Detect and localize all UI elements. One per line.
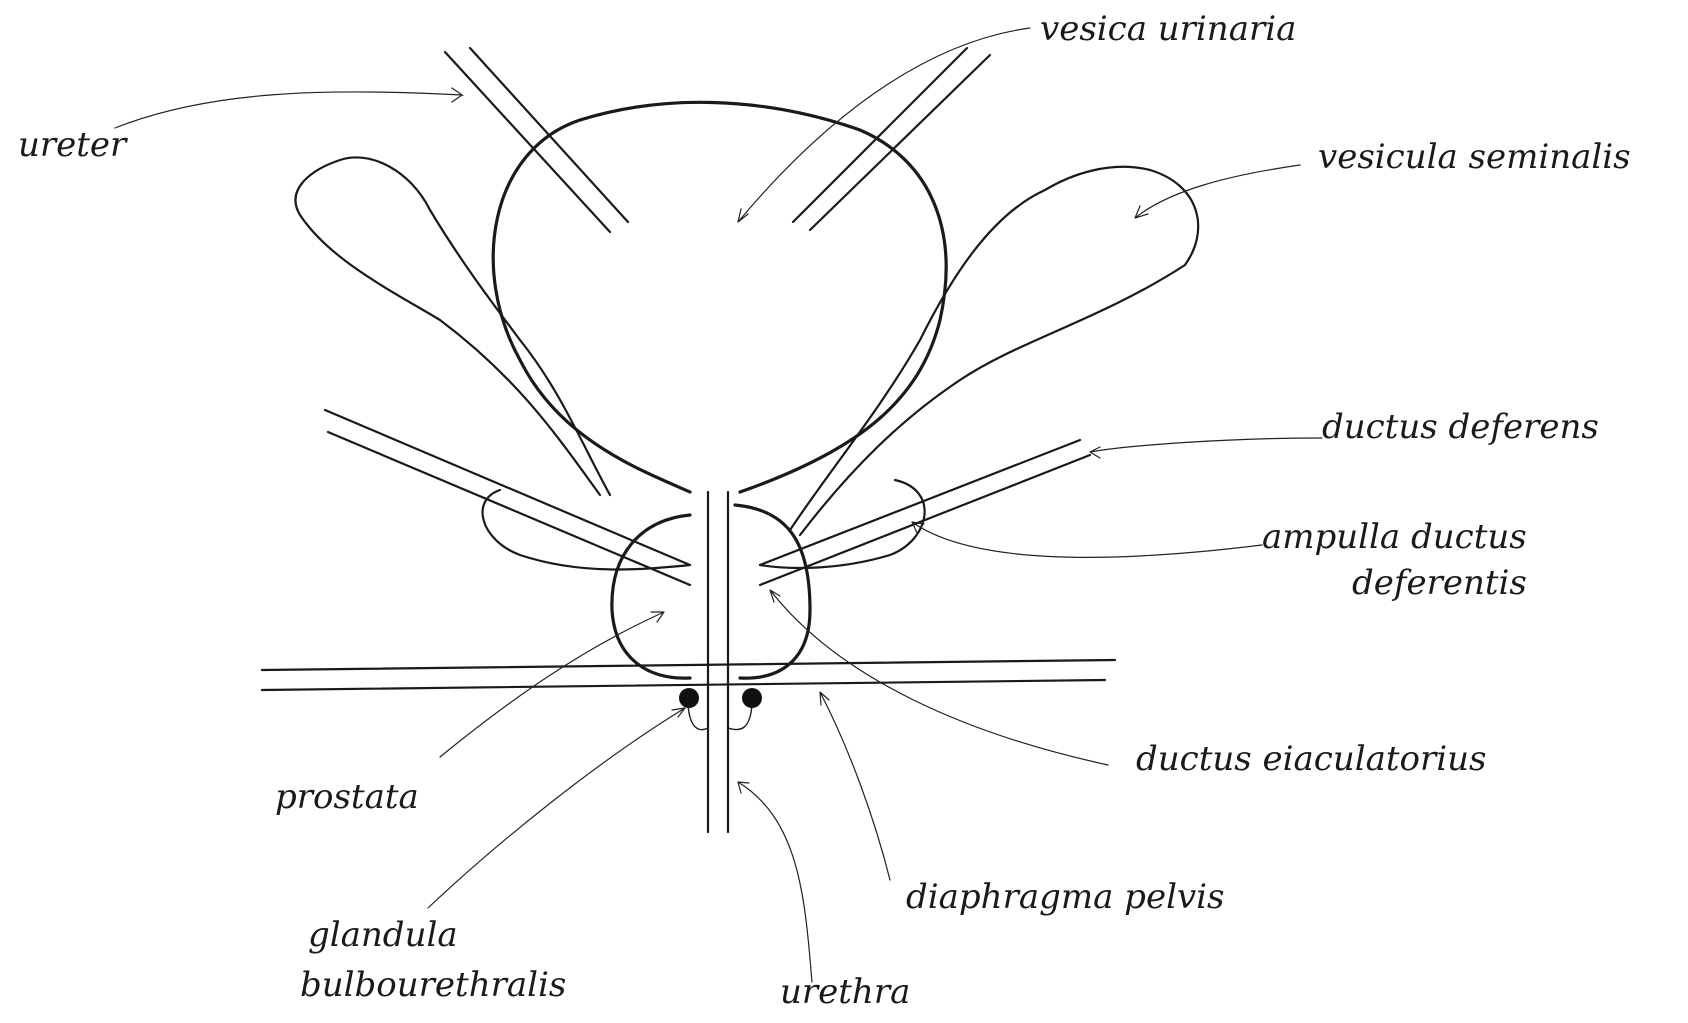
ureter-left — [445, 48, 628, 232]
label-ductus-eiaculatorius: ductus eiaculatorius — [1136, 742, 1486, 776]
label-ductus-deferens: ductus deferens — [1322, 410, 1599, 444]
arrow-diaphragma — [820, 692, 890, 880]
label-urethra: urethra — [780, 975, 910, 1009]
prostate-outline — [612, 505, 810, 678]
label-glandula-line1: glandula — [308, 918, 458, 952]
seminal-vesicle-left — [296, 157, 610, 495]
ureter-right — [793, 48, 990, 230]
label-ureter: ureter — [18, 128, 126, 162]
bladder-outline — [493, 102, 946, 492]
arrow-glandula — [428, 708, 685, 908]
label-glandula-line2: bulbourethralis — [300, 968, 566, 1002]
arrow-vesica — [738, 28, 1030, 222]
label-ampulla-line2: deferentis — [1352, 566, 1527, 600]
arrow-ureter — [115, 88, 462, 128]
label-prostata: prostata — [275, 780, 419, 814]
label-diaphragma-pelvis: diaphragma pelvis — [906, 880, 1224, 914]
bulbourethral-gland-left — [679, 688, 699, 708]
arrow-ductus-deferens — [1090, 438, 1322, 458]
diaphragma-pelvis — [262, 660, 1115, 690]
arrow-urethra — [738, 782, 812, 982]
label-vesicula-seminalis: vesicula seminalis — [1318, 140, 1631, 174]
seminal-vesicle-right — [790, 167, 1198, 535]
label-vesica-urinaria: vesica urinaria — [1040, 12, 1296, 46]
label-ampulla-line1: ampulla ductus — [1262, 520, 1527, 554]
ampulla-left — [483, 490, 690, 569]
ductus-deferens-left — [325, 410, 690, 585]
arrow-eiaculatorius — [770, 590, 1108, 765]
bulbourethral-duct — [688, 705, 752, 730]
arrow-ampulla — [912, 522, 1262, 557]
arrow-prostata — [440, 612, 664, 757]
urethra — [708, 492, 728, 832]
